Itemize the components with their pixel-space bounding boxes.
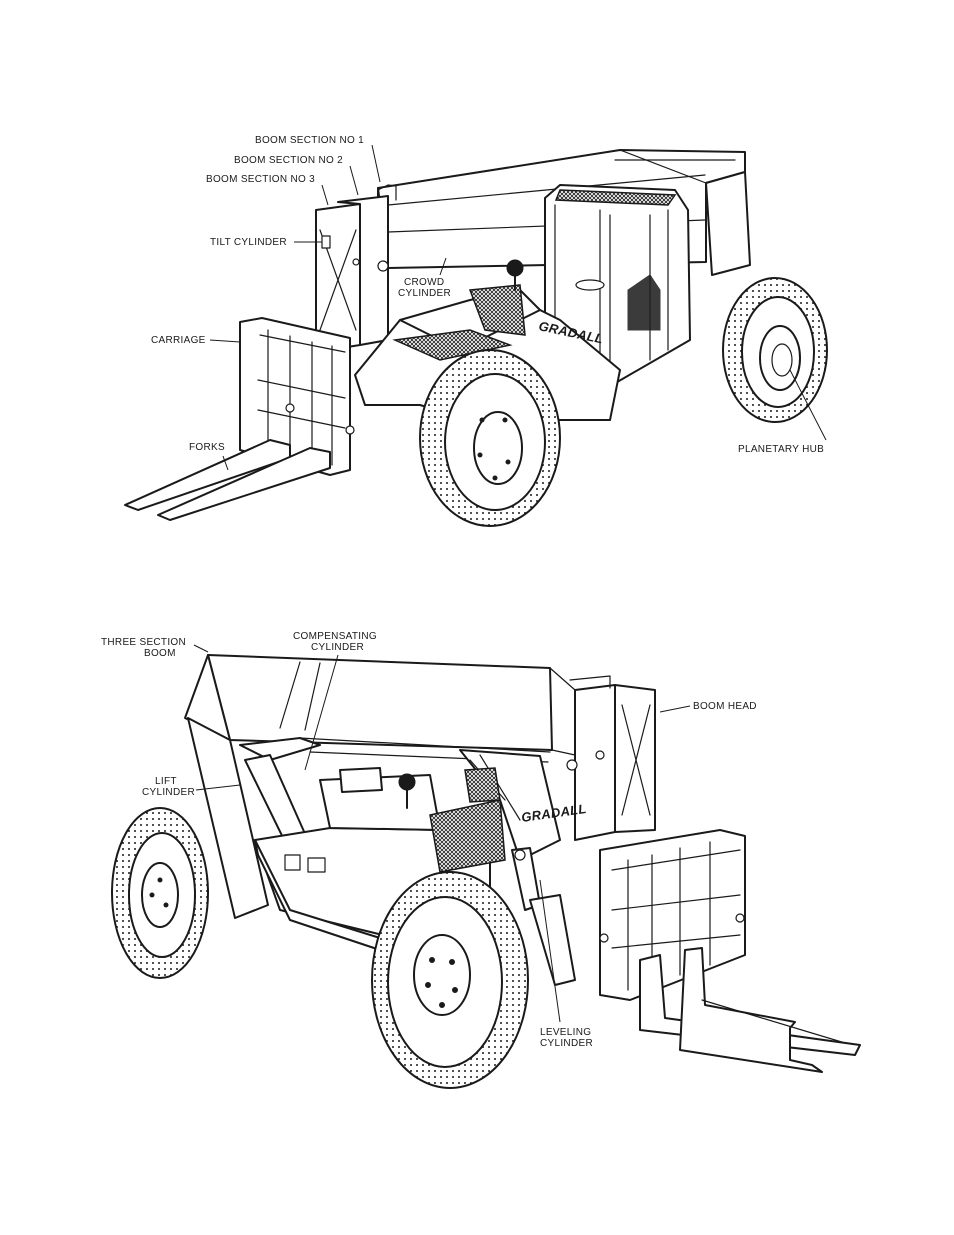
label-carriage: CARRIAGE bbox=[151, 335, 206, 346]
label-compensating-cylinder-line1: COMPENSATING bbox=[293, 631, 377, 642]
forks-top bbox=[124, 439, 331, 521]
boom-head bbox=[566, 675, 656, 841]
forks-bottom bbox=[639, 947, 861, 1073]
label-leveling-cylinder-line1: LEVELING bbox=[540, 1027, 591, 1038]
label-boom-section-3: BOOM SECTION NO 3 bbox=[206, 174, 315, 185]
operator-cab bbox=[544, 184, 691, 386]
rear-wheel-top bbox=[722, 277, 828, 423]
leveling-cylinder bbox=[511, 847, 576, 986]
label-planetary-hub: PLANETARY HUB bbox=[738, 444, 824, 455]
label-compensating-cylinder-line2: CYLINDER bbox=[311, 642, 364, 653]
label-boom-section-2: BOOM SECTION NO 2 bbox=[234, 155, 343, 166]
label-boom-head: BOOM HEAD bbox=[693, 701, 757, 712]
label-three-section-boom-line1: THREE SECTION bbox=[101, 637, 186, 648]
bottom-view-callouts: THREE SECTION BOOM COMPENSATING CYLINDER… bbox=[101, 631, 757, 1049]
label-crowd-cylinder-line1: CROWD bbox=[404, 277, 444, 288]
front-wheel-top bbox=[419, 349, 561, 527]
lift-arm bbox=[187, 717, 551, 919]
fork-carriage-top bbox=[239, 317, 355, 476]
front-wheel-bottom bbox=[371, 871, 529, 1089]
forklift-rear-view: GRADALL bbox=[111, 654, 861, 1089]
boom-head-tower bbox=[315, 184, 397, 353]
rear-wheel-bottom bbox=[111, 807, 209, 979]
label-tilt-cylinder: TILT CYLINDER bbox=[210, 237, 287, 248]
label-forks: FORKS bbox=[189, 442, 225, 453]
label-boom-section-1: BOOM SECTION NO 1 bbox=[255, 135, 364, 146]
label-leveling-cylinder-line2: CYLINDER bbox=[540, 1038, 593, 1049]
label-lift-cylinder-line2: CYLINDER bbox=[142, 787, 195, 798]
forklift-front-view: GRADALL bbox=[124, 149, 828, 527]
label-three-section-boom-line2: BOOM bbox=[144, 648, 176, 659]
label-lift-cylinder-line1: LIFT bbox=[155, 776, 177, 787]
top-view-callouts: BOOM SECTION NO 1 BOOM SECTION NO 2 BOOM… bbox=[151, 135, 827, 471]
three-section-boom bbox=[184, 654, 576, 756]
label-crowd-cylinder-line2: CYLINDER bbox=[398, 288, 451, 299]
fork-carriage-bottom bbox=[599, 829, 746, 1001]
